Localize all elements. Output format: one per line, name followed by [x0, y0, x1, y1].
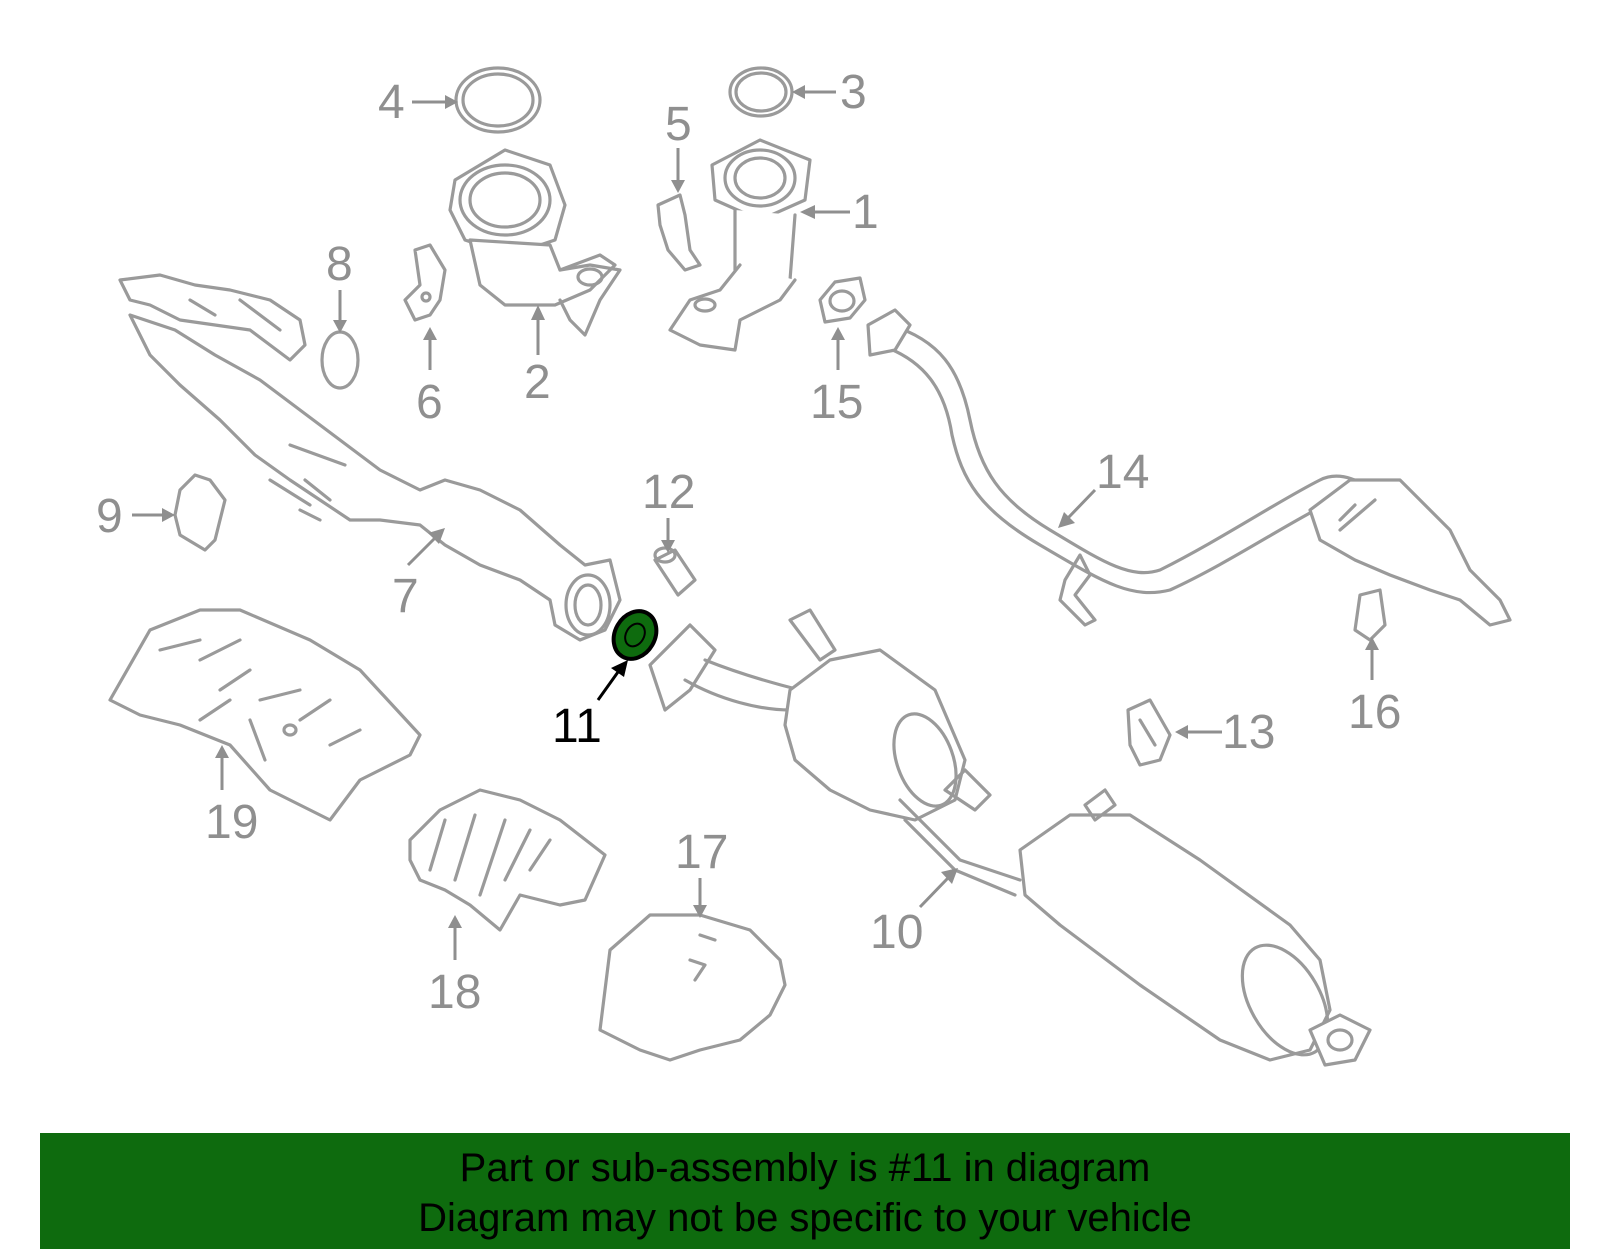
part-18-heat-shield[interactable] — [408, 788, 607, 932]
part-4-gasket[interactable] — [454, 66, 542, 134]
part-19-heat-shield[interactable] — [108, 608, 422, 822]
callout-10[interactable]: 10 — [870, 868, 958, 959]
callout-6[interactable]: 6 — [416, 327, 443, 429]
callout-label-5: 5 — [665, 98, 692, 151]
callout-label-7: 7 — [392, 570, 419, 623]
part-15-gasket[interactable] — [818, 276, 867, 324]
part-17-heat-shield[interactable] — [598, 913, 787, 1062]
callout-label-13: 13 — [1222, 706, 1275, 759]
part-3-gasket[interactable] — [728, 66, 794, 118]
callout-8[interactable]: 8 — [326, 238, 353, 333]
callout-label-3: 3 — [840, 66, 867, 119]
part-5-bracket[interactable] — [656, 193, 702, 272]
callout-18[interactable]: 18 — [428, 915, 481, 1019]
callout-label-16: 16 — [1348, 686, 1401, 739]
callout-12[interactable]: 12 — [642, 466, 695, 553]
callout-16[interactable]: 16 — [1348, 637, 1401, 739]
part-13-hanger[interactable] — [1126, 698, 1172, 767]
callout-label-15: 15 — [810, 376, 863, 429]
part-12-sleeve[interactable] — [653, 546, 697, 597]
callout-label-12: 12 — [642, 466, 695, 519]
callout-label-4: 4 — [378, 76, 405, 129]
info-banner: Part or sub-assembly is #11 in diagram D… — [40, 1133, 1570, 1249]
callout-9[interactable]: 9 — [96, 490, 175, 543]
callout-4[interactable]: 4 — [378, 76, 458, 129]
callout-15[interactable]: 15 — [810, 327, 863, 429]
callout-14[interactable]: 14 — [1058, 446, 1149, 528]
callout-1[interactable]: 1 — [800, 186, 879, 239]
banner-line-disclaimer: Diagram may not be specific to your vehi… — [418, 1196, 1192, 1240]
part-10-muffler-assembly[interactable] — [648, 608, 1372, 1069]
callout-11[interactable]: 11 — [552, 660, 628, 753]
part-7-front-exhaust-pipe[interactable] — [118, 273, 622, 642]
part-11-gasket-highlighted[interactable] — [605, 603, 665, 666]
callout-label-19: 19 — [205, 796, 258, 849]
callout-label-1: 1 — [852, 186, 879, 239]
callout-label-2: 2 — [524, 356, 551, 409]
part-16-bracket[interactable] — [1353, 588, 1387, 642]
callout-label-6: 6 — [416, 376, 443, 429]
callout-label-14: 14 — [1096, 446, 1149, 499]
callout-label-11: 11 — [552, 700, 602, 753]
part-9-bracket[interactable] — [173, 473, 227, 552]
callout-label-17: 17 — [675, 826, 728, 879]
callout-label-8: 8 — [326, 238, 353, 291]
part-6-bracket[interactable] — [403, 243, 447, 322]
callout-2[interactable]: 2 — [524, 305, 551, 409]
callout-5[interactable]: 5 — [665, 98, 692, 193]
callout-19[interactable]: 19 — [205, 745, 258, 849]
callout-label-18: 18 — [428, 966, 481, 1019]
callout-label-10: 10 — [870, 906, 923, 959]
callout-7[interactable]: 7 — [392, 528, 445, 623]
callout-label-9: 9 — [96, 490, 123, 543]
callout-17[interactable]: 17 — [675, 826, 728, 918]
part-8-o-ring[interactable] — [320, 330, 360, 390]
banner-line-part-number: Part or sub-assembly is #11 in diagram — [459, 1146, 1151, 1190]
callout-13[interactable]: 13 — [1175, 706, 1275, 759]
part-14-center-pipe[interactable] — [866, 308, 1512, 627]
part-1-catalytic-converter[interactable] — [668, 138, 812, 352]
part-2-catalytic-converter[interactable] — [448, 148, 622, 337]
callout-3[interactable]: 3 — [792, 66, 867, 119]
